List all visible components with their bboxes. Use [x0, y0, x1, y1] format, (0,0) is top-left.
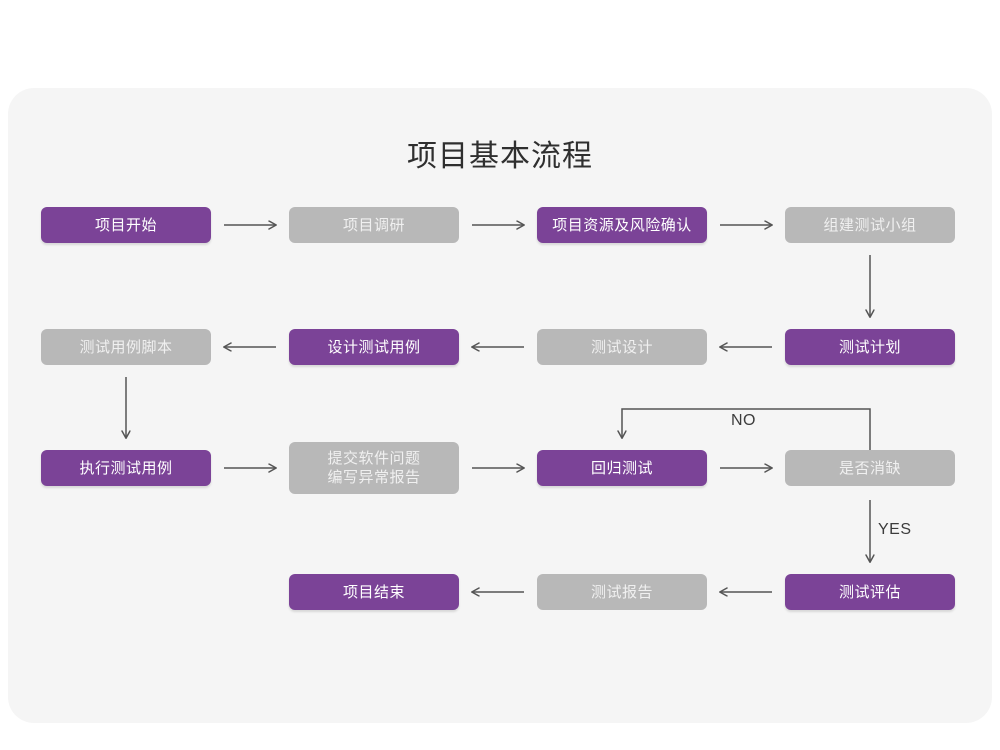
node-execute-testcase[interactable]: 执行测试用例: [41, 450, 211, 486]
node-test-plan[interactable]: 测试计划: [785, 329, 955, 365]
node-test-report[interactable]: 测试报告: [537, 574, 707, 610]
edge-label-no: NO: [731, 412, 756, 429]
node-project-end[interactable]: 项目结束: [289, 574, 459, 610]
node-test-design[interactable]: 测试设计: [537, 329, 707, 365]
node-design-testcase[interactable]: 设计测试用例: [289, 329, 459, 365]
node-regression-test[interactable]: 回归测试: [537, 450, 707, 486]
node-resource-risk-confirm[interactable]: 项目资源及风险确认: [537, 207, 707, 243]
node-defect-resolved[interactable]: 是否消缺: [785, 450, 955, 486]
node-test-evaluation[interactable]: 测试评估: [785, 574, 955, 610]
flowchart-card: [8, 88, 992, 723]
edge-label-yes: YES: [878, 521, 912, 538]
node-submit-defect-report[interactable]: 提交软件问题 编写异常报告: [289, 442, 459, 494]
node-form-test-team[interactable]: 组建测试小组: [785, 207, 955, 243]
node-testcase-script[interactable]: 测试用例脚本: [41, 329, 211, 365]
page-title: 项目基本流程: [407, 140, 593, 173]
node-project-start[interactable]: 项目开始: [41, 207, 211, 243]
node-project-research[interactable]: 项目调研: [289, 207, 459, 243]
